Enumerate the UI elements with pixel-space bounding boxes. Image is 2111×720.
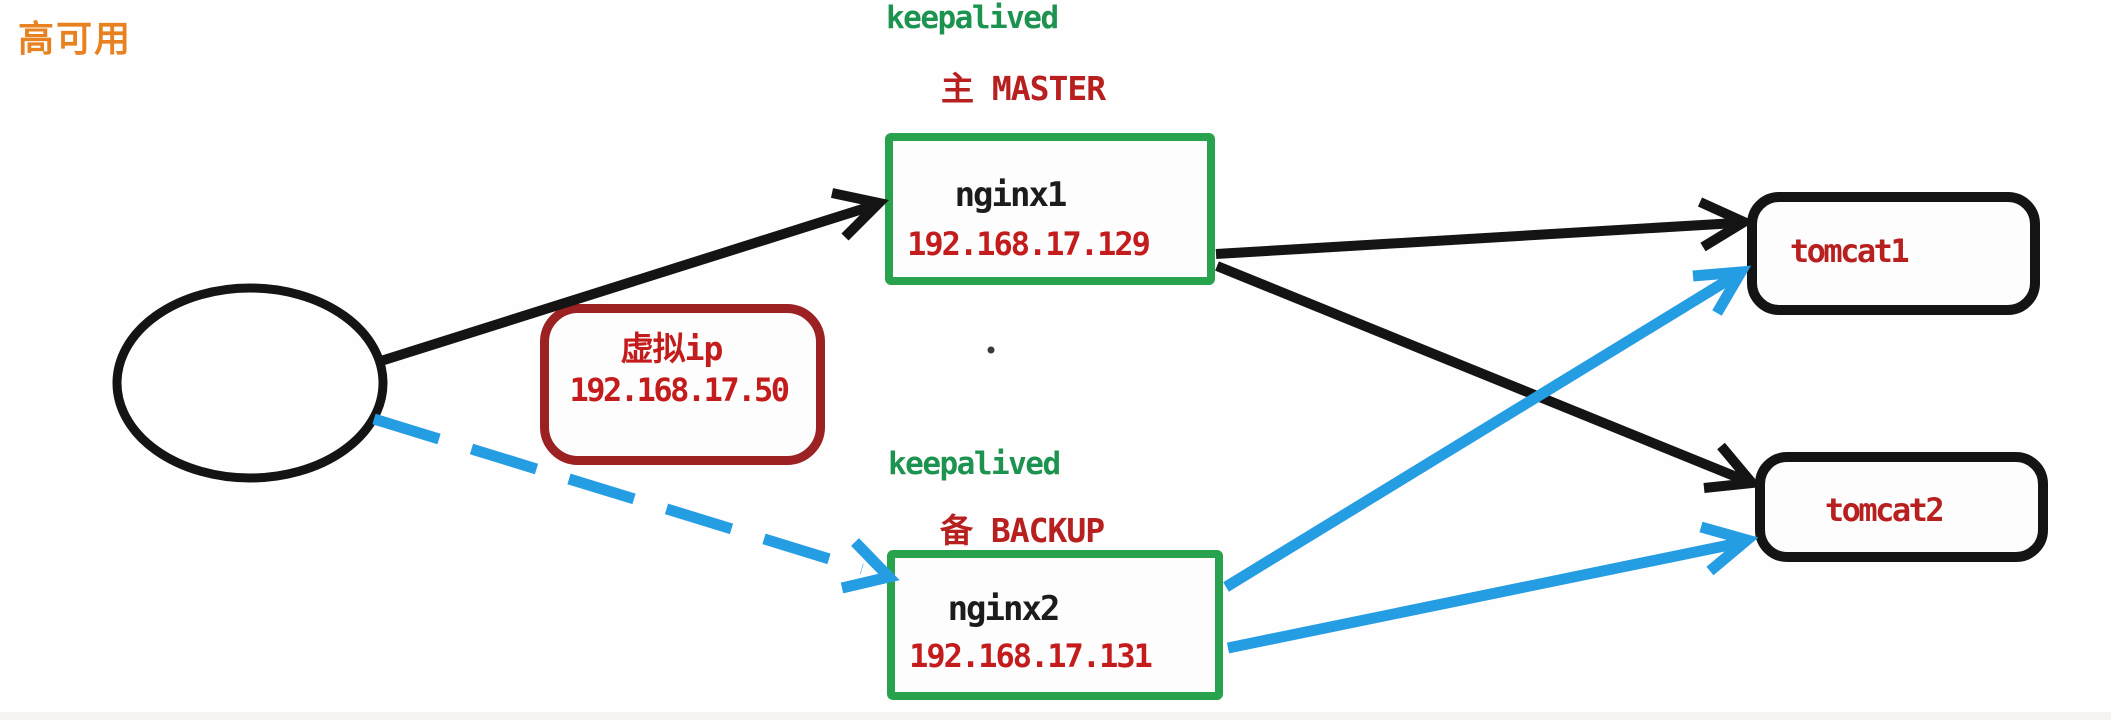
keepalived-label-master: keepalived [886,0,1059,36]
edge-nginx2-tomcat1-arrowhead [1692,265,1752,316]
nginx2-name: nginx2 [947,589,1061,629]
edge-nginx2-tomcat1-line [1223,272,1736,592]
nginx1-ip: 192.168.17.129 [907,225,1151,263]
node-tomcat1: tomcat1 [1747,192,2040,315]
edge-nginx1-tomcat2-arrowhead [1703,442,1762,493]
edge-nginx1-tomcat1-line [1215,218,1737,259]
edge-nginx2-tomcat2-line [1226,537,1741,654]
node-tomcat2: tomcat2 [1755,452,2048,562]
master-role-label: 主 MASTER [941,69,1106,108]
virtual-ip-name: 虚拟ip [620,329,724,368]
keepalived-label-backup: keepalived [888,446,1061,482]
edge-nginx1-tomcat2-line [1215,261,1746,485]
backup-role-label: 备 BACKUP [940,511,1105,550]
bottom-edge-band [0,712,2111,720]
node-nginx1: nginx1 192.168.17.129 [885,133,1215,285]
virtual-ip-address: 192.168.17.50 [569,371,790,409]
nginx2-ip: 192.168.17.131 [909,637,1153,675]
node-nginx2: nginx2 192.168.17.131 [887,550,1223,700]
node-virtual-ip: 虚拟ip 192.168.17.50 [540,304,825,465]
nginx1-name: nginx1 [954,175,1068,215]
diagram-title: 高可用 [18,19,133,60]
tomcat1-label: tomcat1 [1789,232,1910,270]
edge-nginx2-tomcat2-arrowhead [1699,521,1759,576]
tomcat2-label: tomcat2 [1824,491,1945,529]
client-ellipse [112,283,388,483]
edge-client-nginx2-arrowhead [840,538,900,594]
stray-dot [987,346,995,354]
